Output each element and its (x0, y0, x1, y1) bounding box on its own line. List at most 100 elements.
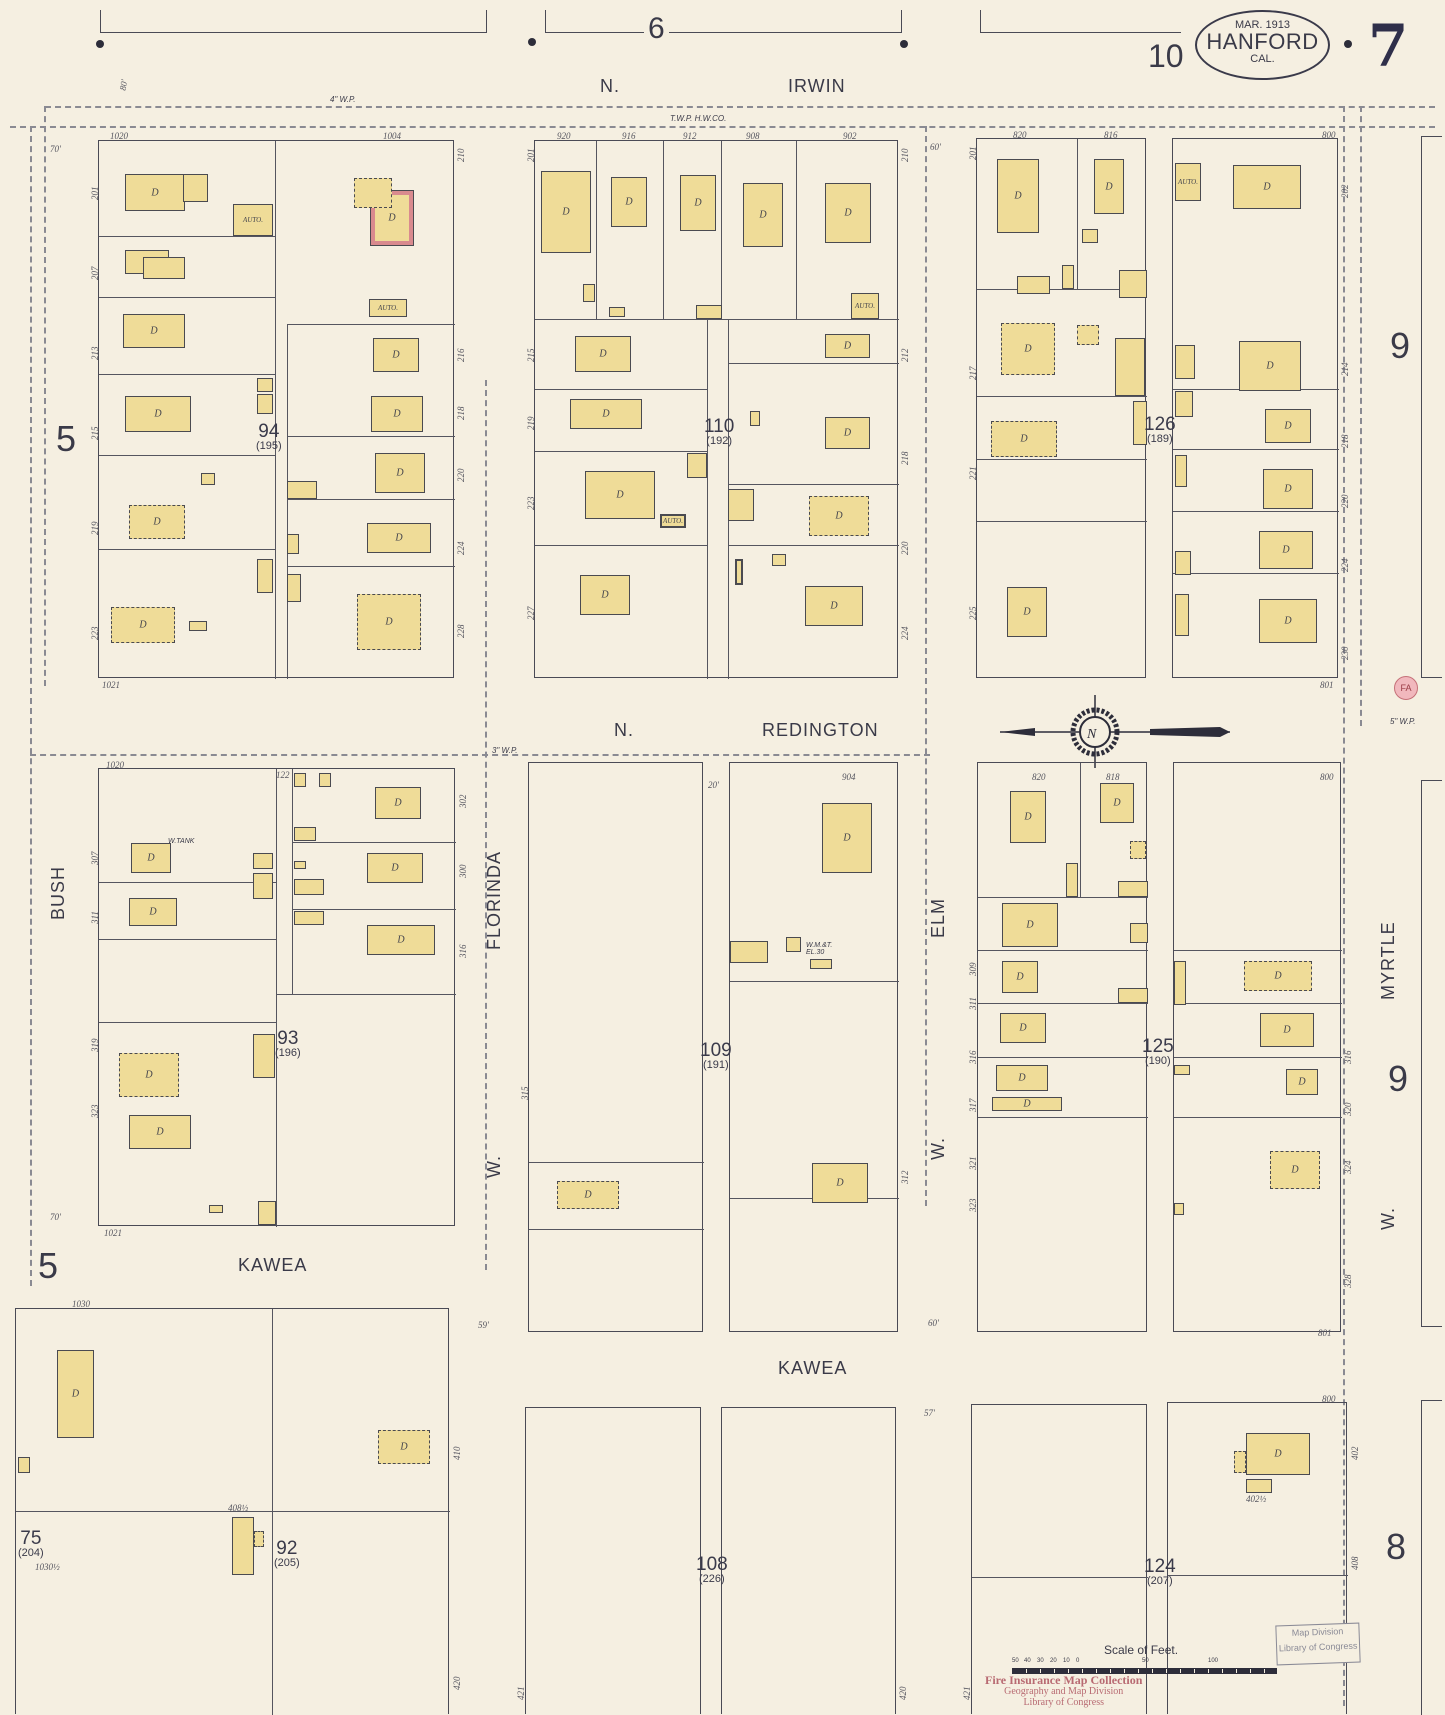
block-124-west[interactable] (971, 1404, 1148, 1714)
adjoining-sheet-9-middle[interactable]: 9 (1388, 1058, 1409, 1099)
dwelling[interactable]: D (1010, 791, 1046, 843)
dwelling[interactable]: D (991, 421, 1057, 457)
shed[interactable] (287, 574, 301, 602)
dwelling[interactable]: D (1001, 323, 1055, 375)
dwelling[interactable]: D (812, 1163, 868, 1203)
auto-garage[interactable]: AUTO. (1175, 163, 1201, 201)
shed[interactable] (583, 284, 595, 302)
shed[interactable] (209, 1205, 223, 1213)
shed[interactable] (735, 559, 743, 585)
dwelling-wing[interactable] (143, 257, 185, 279)
dwelling[interactable]: D (805, 586, 863, 626)
dwelling[interactable]: D (680, 175, 716, 231)
dwelling[interactable]: D (1246, 1433, 1310, 1475)
dwelling[interactable]: D (1265, 409, 1311, 443)
block-109-west[interactable]: D (528, 762, 704, 1332)
dwelling[interactable]: D (375, 787, 421, 819)
porch[interactable] (1234, 1451, 1246, 1473)
barn[interactable] (1175, 391, 1193, 417)
brick-dwelling[interactable]: D (370, 190, 414, 246)
dwelling-wing[interactable] (183, 174, 208, 202)
block-94[interactable]: D AUTO. D D D D D D AUTO. D D D D D (98, 140, 455, 679)
shed[interactable] (294, 861, 306, 869)
outbuilding[interactable] (1118, 881, 1148, 897)
dwelling[interactable]: D (367, 853, 423, 883)
barn[interactable] (1130, 923, 1148, 943)
dwelling[interactable]: D (123, 314, 185, 348)
block-92[interactable]: D D (15, 1308, 450, 1715)
dwelling[interactable]: D (585, 471, 655, 519)
dwelling[interactable]: D (1260, 1013, 1314, 1047)
shed[interactable] (1133, 401, 1147, 445)
shed[interactable] (772, 554, 786, 566)
shed[interactable] (18, 1457, 30, 1473)
dwelling[interactable]: D (1094, 159, 1124, 214)
dwelling-row[interactable]: D (992, 1097, 1062, 1111)
outbuilding[interactable] (294, 911, 324, 925)
dwelling[interactable]: D (129, 1115, 191, 1149)
dwelling[interactable]: D (371, 396, 423, 432)
fire-alarm-box[interactable]: FA (1394, 676, 1418, 700)
dwelling[interactable]: D (575, 336, 631, 372)
dwelling[interactable]: D (129, 505, 185, 539)
dwelling[interactable]: D (375, 453, 425, 493)
shed[interactable] (1174, 961, 1186, 1005)
dwelling[interactable]: D (1270, 1151, 1320, 1189)
shed[interactable] (1130, 841, 1146, 859)
barn[interactable] (294, 827, 316, 841)
block-126-west[interactable]: D D D D D (976, 138, 1147, 678)
shed[interactable] (294, 773, 306, 787)
auto-garage[interactable]: AUTO. (851, 293, 879, 319)
barn[interactable] (258, 1201, 276, 1225)
shed[interactable] (1175, 594, 1189, 636)
windmill-tank[interactable] (786, 937, 801, 952)
adjoining-sheet-8[interactable]: 8 (1386, 1526, 1407, 1567)
dwelling[interactable]: D (822, 803, 872, 873)
dwelling[interactable]: D (1233, 165, 1301, 209)
dwelling[interactable]: D (1259, 599, 1317, 643)
shed[interactable] (1174, 1065, 1190, 1075)
shed[interactable] (810, 959, 832, 969)
dwelling[interactable]: D (580, 575, 630, 615)
auto-garage[interactable]: AUTO. (233, 204, 273, 236)
outbuilding[interactable] (1118, 988, 1148, 1003)
barn[interactable] (1115, 338, 1145, 396)
dwelling[interactable]: D (1259, 531, 1313, 569)
dwelling[interactable]: D (125, 174, 185, 211)
barn[interactable] (1119, 270, 1147, 298)
block-108-east[interactable] (721, 1407, 896, 1714)
shed[interactable] (696, 305, 722, 319)
barn[interactable] (253, 1034, 275, 1078)
shed[interactable] (1062, 265, 1074, 289)
outbuilding[interactable] (294, 879, 324, 895)
outbuilding[interactable] (728, 489, 754, 521)
porch[interactable] (354, 178, 392, 208)
dwelling[interactable]: D (1244, 961, 1312, 991)
dwelling[interactable]: D (1000, 1013, 1046, 1043)
dwelling[interactable]: D (809, 496, 869, 536)
shed[interactable] (750, 411, 760, 426)
shed[interactable] (287, 534, 299, 554)
shed[interactable] (1174, 1203, 1184, 1215)
shed[interactable] (201, 473, 215, 485)
dwelling[interactable]: D (611, 177, 647, 227)
shed[interactable] (609, 307, 625, 317)
shed[interactable] (189, 621, 207, 631)
dwelling[interactable]: D (996, 1065, 1048, 1091)
auto-garage[interactable]: AUTO. (660, 514, 686, 528)
dwelling[interactable]: D (1263, 469, 1313, 509)
dwelling[interactable]: D (378, 1430, 430, 1464)
block-109-east[interactable]: D D (729, 762, 899, 1332)
block-124-east[interactable]: D (1167, 1402, 1348, 1714)
dwelling[interactable]: D (57, 1350, 94, 1438)
shed[interactable] (1082, 229, 1098, 243)
dwelling-with-water-tank[interactable]: D (131, 843, 171, 873)
garage[interactable] (1246, 1479, 1272, 1493)
adjoining-sheet-10[interactable]: 10 (1148, 38, 1184, 74)
dwelling[interactable]: D (125, 396, 191, 432)
dwelling[interactable]: D (1007, 587, 1047, 637)
dwelling[interactable]: D (743, 183, 783, 247)
dwelling[interactable]: D (557, 1181, 619, 1209)
shed[interactable] (1175, 455, 1187, 487)
barn[interactable] (1175, 345, 1195, 379)
